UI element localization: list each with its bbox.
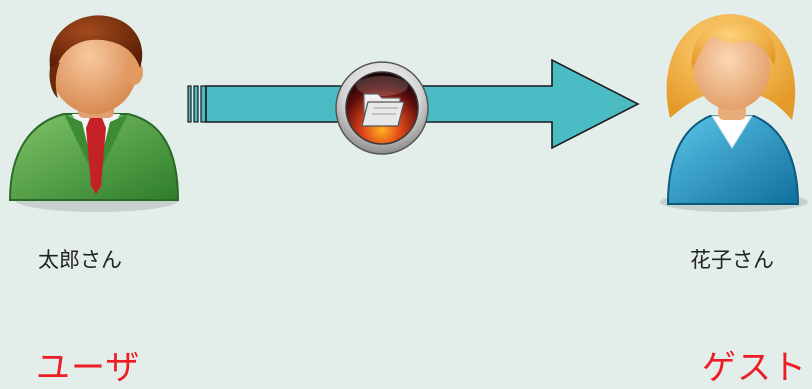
sender-name: 太郎さん [38, 244, 122, 274]
folder-icon [334, 60, 430, 156]
receiver-role-label: ゲスト [702, 340, 807, 389]
male-user-icon [2, 10, 180, 212]
female-user-icon [648, 8, 812, 212]
sender-role-label: ユーザ [36, 340, 140, 389]
receiver-name: 花子さん [690, 244, 774, 274]
